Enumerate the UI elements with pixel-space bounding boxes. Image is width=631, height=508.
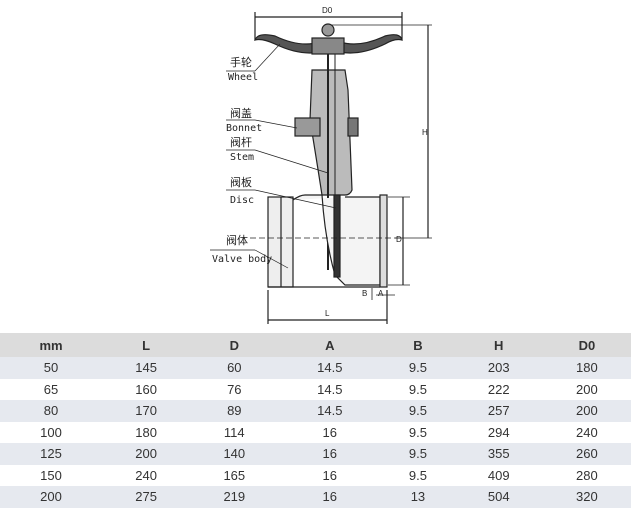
column-header: L: [102, 333, 191, 357]
part-label-valve-body: 阀体 Valve body: [210, 233, 289, 269]
part-label-cn: 阀盖: [230, 106, 252, 120]
table-cell: 504: [487, 489, 510, 505]
table-row: 100 180 114 16 9.5 294 240: [0, 421, 631, 443]
column-header: D0: [542, 333, 631, 357]
part-label-cn: 阀板: [230, 175, 252, 189]
table-cell: 100: [40, 424, 62, 440]
table-row: 125 200 140 16 9.5 355 260: [0, 443, 631, 465]
table-cell: 200: [576, 403, 598, 419]
part-label-cn: 阀杆: [230, 135, 252, 149]
table-cell: 14.5: [317, 360, 343, 376]
table-row: 65 160 76 14.5 9.5 222 200: [0, 378, 631, 400]
table-cell: 203: [487, 360, 510, 376]
part-label-wheel: 手轮 Wheel: [226, 43, 281, 83]
table-cell: 16: [322, 424, 338, 440]
handwheel: [254, 23, 403, 55]
part-label-stem: 阀杆 Stem: [226, 135, 329, 174]
table-cell: 16: [322, 489, 338, 505]
table-cell: 50: [43, 360, 59, 376]
table-cell: 89: [227, 403, 242, 419]
column-header: D: [190, 333, 279, 357]
dimension-label-d: D: [396, 235, 402, 244]
dimension-l: L: [267, 290, 388, 324]
table-cell: 9.5: [408, 446, 427, 462]
column-header: mm: [0, 333, 103, 357]
part-label-cn: 手轮: [230, 55, 252, 69]
table-row: 50 145 60 14.5 9.5 203 180: [0, 357, 631, 379]
table-cell: 165: [223, 467, 246, 483]
table-cell: 320: [576, 489, 598, 505]
table-cell: 170: [135, 403, 157, 419]
dimension-b-a: B A: [362, 288, 395, 300]
table-cell: 9.5: [408, 360, 427, 376]
column-header: H: [454, 333, 543, 357]
table-cell: 9.5: [408, 467, 427, 483]
valve-body: [250, 194, 400, 288]
column-header: A: [278, 333, 382, 357]
table-row: 200 275 219 16 13 504 320: [0, 486, 631, 508]
table-cell: 180: [576, 360, 598, 376]
table-cell: 65: [43, 381, 59, 397]
dimension-label-h: H: [422, 128, 428, 137]
dimension-d: D: [388, 196, 410, 286]
table-cell: 150: [40, 467, 62, 483]
table-cell: 160: [135, 381, 157, 397]
table-cell: 140: [223, 446, 246, 462]
table-cell: 16: [322, 446, 338, 462]
table-cell: 240: [576, 424, 598, 440]
table-cell: 76: [227, 381, 242, 397]
dimension-label-a: A: [378, 289, 384, 298]
table-cell: 200: [576, 381, 598, 397]
table-cell: 80: [43, 403, 59, 419]
table-cell: 409: [487, 467, 510, 483]
table-cell: 280: [576, 467, 598, 483]
table-cell: 145: [135, 360, 157, 376]
part-label-en: Bonnet: [226, 123, 262, 134]
part-label-en: Wheel: [228, 72, 258, 83]
part-label-en: Disc: [230, 195, 254, 206]
table-cell: 14.5: [317, 381, 343, 397]
table-cell: 222: [487, 381, 510, 397]
part-label-en: Valve body: [212, 254, 272, 265]
dimension-label-l: L: [325, 309, 330, 318]
table-cell: 114: [223, 424, 245, 440]
dimension-label-d0: D0: [322, 6, 333, 15]
table-cell: 294: [487, 424, 510, 440]
part-label-bonnet: 阀盖 Bonnet: [226, 106, 298, 134]
table-cell: 9.5: [408, 403, 427, 419]
table-cell: 125: [40, 446, 62, 462]
table-cell: 200: [135, 446, 157, 462]
table-cell: 240: [135, 467, 157, 483]
table-cell: 355: [487, 446, 510, 462]
table-cell: 260: [576, 446, 598, 462]
part-label-en: Stem: [230, 152, 254, 163]
table-cell: 257: [487, 403, 510, 419]
table-cell: 9.5: [408, 381, 427, 397]
dimension-label-b: B: [362, 289, 367, 298]
column-header: B: [381, 333, 455, 357]
dimensions-table: mm L D A B H D0 50 145 60 14.5 9.5 203 180 65 16…: [0, 333, 631, 508]
table-row: 80 170 89 14.5 9.5 257 200: [0, 400, 631, 422]
table-cell: 16: [322, 467, 338, 483]
gate-valve-diagram: D0 H D B A: [210, 6, 432, 324]
table-cell: 9.5: [408, 424, 427, 440]
table-cell: 180: [135, 424, 157, 440]
table-cell: 60: [227, 360, 242, 376]
part-label-cn: 阀体: [226, 233, 248, 247]
dimension-d0: D0: [254, 6, 403, 40]
table-cell: 275: [135, 489, 157, 505]
table-body: 50 145 60 14.5 9.5 203 180 65 160 76 14.5 9.5 222 200…: [0, 357, 631, 508]
table-row: 150 240 165 16 9.5 409 280: [0, 464, 631, 486]
table-cell: 219: [223, 489, 246, 505]
dimension-h: H: [330, 24, 432, 239]
part-label-disc: 阀板 Disc: [226, 175, 337, 209]
table-cell: 14.5: [317, 403, 343, 419]
table-header-row: mm L D A B H D0: [0, 333, 631, 357]
table-cell: 200: [40, 489, 62, 505]
table-cell: 13: [410, 489, 426, 505]
